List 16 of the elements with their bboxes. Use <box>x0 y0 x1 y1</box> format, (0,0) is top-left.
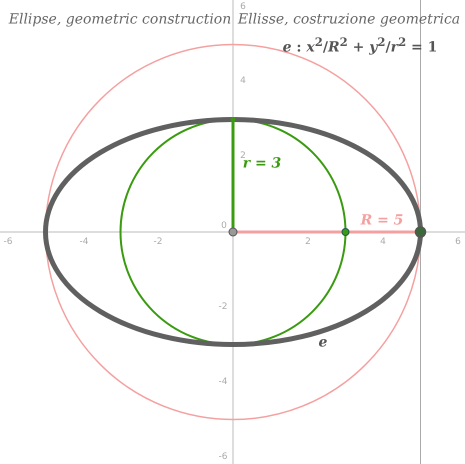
tick-label: 6 <box>455 238 461 248</box>
radius-label: R = 5 <box>360 213 404 229</box>
tick-label: 0 <box>221 222 227 232</box>
tick-label: 4 <box>240 77 246 87</box>
curve-label: e <box>318 335 328 351</box>
equation: e : x$^{2}$/R$^{2}$ + y$^{2}$/r$^{2}$ = 1 <box>282 36 438 56</box>
tick-label: -2 <box>154 238 162 248</box>
tick-label: -6 <box>4 238 12 248</box>
tick-label: 4 <box>380 238 386 248</box>
tick-label: -6 <box>218 453 228 463</box>
tick-label: -2 <box>218 303 228 313</box>
title: Ellipse, geometric construction <box>8 12 232 28</box>
tick-label: 2 <box>305 238 311 248</box>
tick-label: 6 <box>240 3 246 12</box>
tick-label: -4 <box>80 238 88 248</box>
tick-label: -4 <box>218 378 228 388</box>
